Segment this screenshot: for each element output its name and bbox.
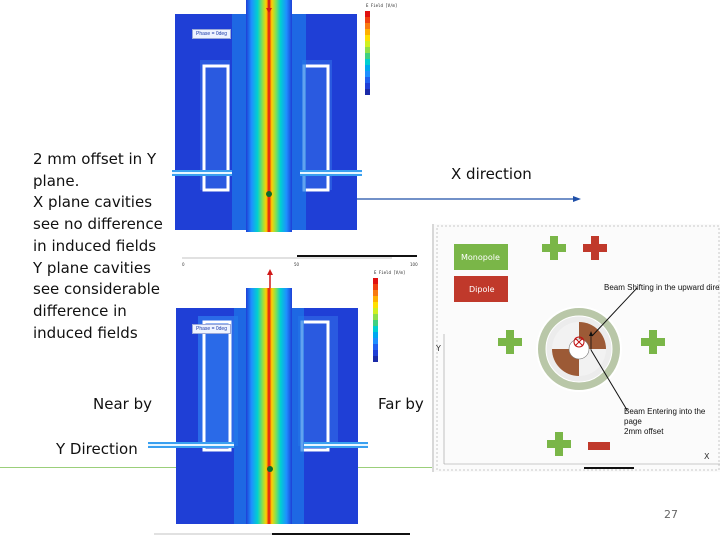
y-axis-label: Y: [436, 344, 441, 353]
description-line: see no difference: [33, 215, 163, 234]
legend-swatch: [365, 11, 370, 18]
legend-swatch: [365, 59, 370, 66]
beam-enter-label-line: 2mm offset: [624, 427, 664, 436]
description-line: 2 mm offset in Y: [33, 150, 157, 168]
legend-swatch: [373, 284, 378, 291]
legend-swatch: [373, 320, 378, 327]
legend-swatch: [373, 278, 378, 285]
far-by-label: Far by: [378, 395, 424, 413]
cavity-diagram: Monopole Dipole Beam Shifting in the upw…: [432, 224, 720, 472]
svg-text:0: 0: [182, 262, 185, 267]
legend-swatch: [373, 326, 378, 333]
page-number: 27: [664, 508, 678, 521]
legend-title-top: E Field [V/m]: [366, 3, 398, 8]
x-direction-arrow: [355, 190, 581, 202]
legend-swatch: [365, 17, 370, 24]
legend-swatch: [373, 290, 378, 297]
field-legend-bottom: E Field [V/m]: [370, 270, 428, 366]
legend-swatch: [365, 35, 370, 42]
phase-label-bottom: Phase = 0deg: [192, 324, 231, 334]
monopole-label: Monopole: [461, 253, 500, 262]
svg-text:100: 100: [410, 262, 418, 267]
beam-enter-label: Beam Entering into the page 2mm offset: [624, 407, 720, 437]
legend-swatch: [365, 71, 370, 78]
legend-swatch: [365, 47, 370, 54]
description-line: difference in: [33, 301, 127, 320]
legend-swatch: [365, 41, 370, 48]
x-axis-label: X: [704, 452, 710, 461]
y-direction-label: Y Direction: [56, 440, 138, 458]
legend-swatch: [373, 344, 378, 351]
legend-swatch: [373, 332, 378, 339]
description-line: plane.: [33, 171, 80, 190]
field-simulation-bottom: Phase = 0deg: [148, 268, 418, 540]
legend-swatch: [365, 65, 370, 72]
legend-swatch: [365, 83, 370, 90]
legend-swatch: [373, 356, 378, 363]
legend-swatch: [365, 89, 370, 96]
divider-line: [0, 467, 720, 468]
legend-swatch: [373, 308, 378, 315]
legend-swatch: [373, 296, 378, 303]
legend-swatch: [365, 77, 370, 84]
legend-swatch: [365, 53, 370, 60]
description-line: Y plane cavities: [33, 258, 151, 277]
legend-swatch: [373, 314, 378, 321]
beam-shift-label: Beam Shifting in the upward direction: [604, 283, 720, 292]
field-simulation-top: 0 50 100 Phase = 0deg: [172, 0, 430, 268]
legend-swatch: [365, 23, 370, 30]
legend-swatch: [373, 350, 378, 357]
field-legend-top: E Field [V/m]: [362, 3, 420, 99]
description-line: see considerable: [33, 280, 160, 299]
legend-swatch: [365, 29, 370, 36]
description-text: 2 mm offset in Y plane. X plane cavities…: [33, 149, 168, 344]
description-line: induced fields: [33, 323, 138, 342]
description-line: X plane cavities: [33, 193, 153, 212]
legend-swatch: [373, 302, 378, 309]
description-line: in induced fields: [33, 236, 157, 255]
svg-text:50: 50: [294, 262, 300, 267]
phase-label-top: Phase = 0deg: [192, 29, 231, 39]
x-direction-label: X direction: [451, 165, 532, 183]
near-by-label: Near by: [93, 395, 152, 413]
beam-enter-label-line: Beam Entering into the page: [624, 407, 706, 426]
dipole-label: Dipole: [469, 285, 495, 294]
legend-swatch: [373, 338, 378, 345]
legend-title-bottom: E Field [V/m]: [374, 270, 406, 275]
